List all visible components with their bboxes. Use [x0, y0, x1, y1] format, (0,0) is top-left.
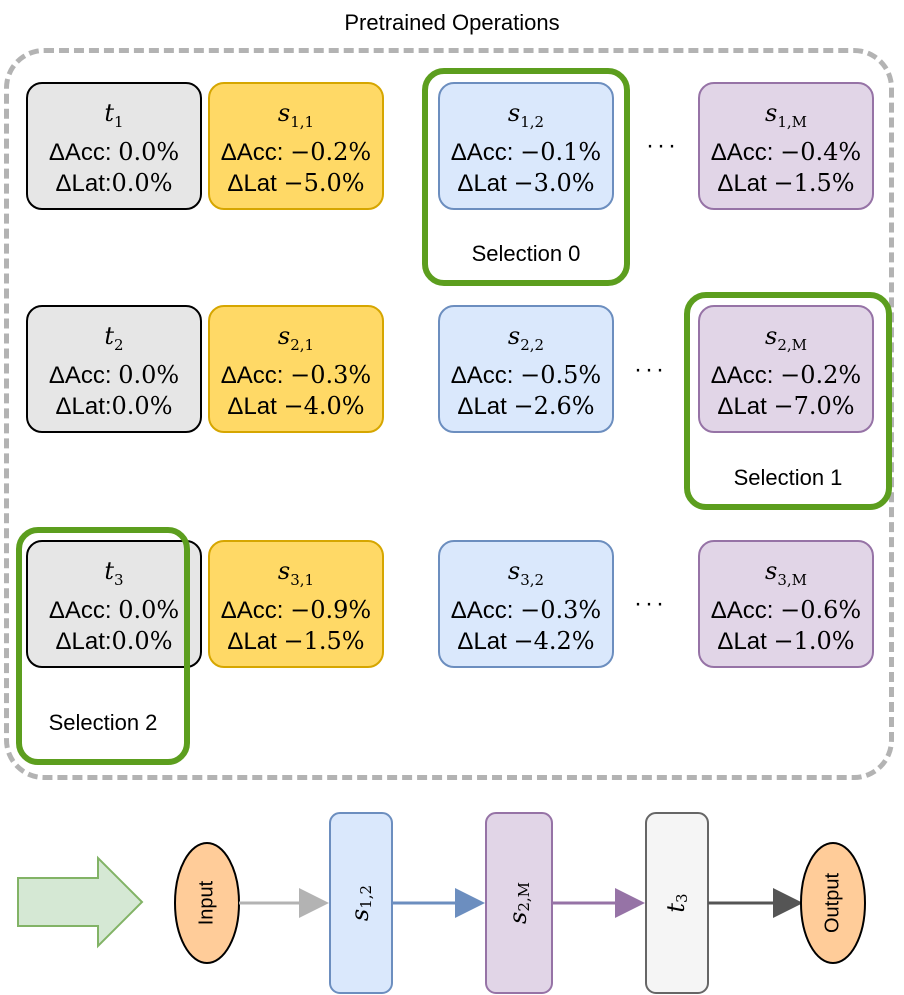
input-label: Input — [195, 880, 217, 925]
selection-box-0 — [422, 68, 630, 286]
card-t2: t2 ΔAcc: 0.0% ΔLat:0.0% — [26, 305, 202, 433]
card-s11: s1,1 ΔAcc: −0.2% ΔLat −5.0% — [208, 82, 384, 210]
ellipsis: ··· — [634, 590, 667, 617]
selection-label-2: Selection 2 — [48, 710, 158, 735]
op-name: s3,1 — [277, 557, 315, 589]
output-node — [800, 842, 866, 964]
op-name: t2 — [104, 322, 124, 354]
ellipsis: ··· — [634, 356, 667, 383]
op-name: s3,2 — [507, 557, 545, 589]
card-s3M: s3,M ΔAcc: −0.6% ΔLat −1.0% — [698, 540, 874, 668]
op-name: s1,M — [765, 99, 807, 131]
op-name: t1 — [104, 99, 124, 131]
op-name: s1,1 — [277, 99, 315, 131]
card-s31: s3,1 ΔAcc: −0.9% ΔLat −1.5% — [208, 540, 384, 668]
selection-label-0: Selection 0 — [471, 241, 581, 266]
card-s2M: s2,M ΔAcc: −0.2% ΔLat −7.0% — [698, 305, 874, 433]
card-s12: s1,2 ΔAcc: −0.1% ΔLat −3.0% — [438, 82, 614, 210]
card-s22: s2,2 ΔAcc: −0.5% ΔLat −2.6% — [438, 305, 614, 433]
op-name: t3 — [104, 557, 124, 589]
card-s32: s3,2 ΔAcc: −0.3% ΔLat −4.2% — [438, 540, 614, 668]
selection-box-2 — [16, 527, 190, 765]
output-label: Output — [821, 873, 843, 933]
selection-label-1: Selection 1 — [733, 465, 843, 490]
op-name: s2,2 — [507, 322, 545, 354]
ellipsis: ··· — [646, 132, 679, 159]
diagram-title: Pretrained Operations — [344, 10, 560, 35]
op-name: s2,1 — [277, 322, 315, 354]
selection-box-1 — [684, 292, 892, 510]
step-s2M-label: s2,M — [504, 882, 534, 924]
op-name: s2,M — [765, 322, 807, 354]
big-green-arrow — [17, 855, 144, 949]
card-t3: t3 ΔAcc: 0.0% ΔLat:0.0% — [26, 540, 202, 668]
step-t3-label: t3 — [662, 893, 692, 912]
card-s1M: s1,M ΔAcc: −0.4% ΔLat −1.5% — [698, 82, 874, 210]
op-name: s3,M — [765, 557, 807, 589]
pipeline: Input s1,2 s2,M t3 Output — [17, 812, 866, 994]
op-name: s1,2 — [507, 99, 545, 131]
card-s21: s2,1 ΔAcc: −0.3% ΔLat −4.0% — [208, 305, 384, 433]
card-t1: t1 ΔAcc: 0.0% ΔLat:0.0% — [26, 82, 202, 210]
step-s12-label: s1,2 — [346, 885, 376, 921]
